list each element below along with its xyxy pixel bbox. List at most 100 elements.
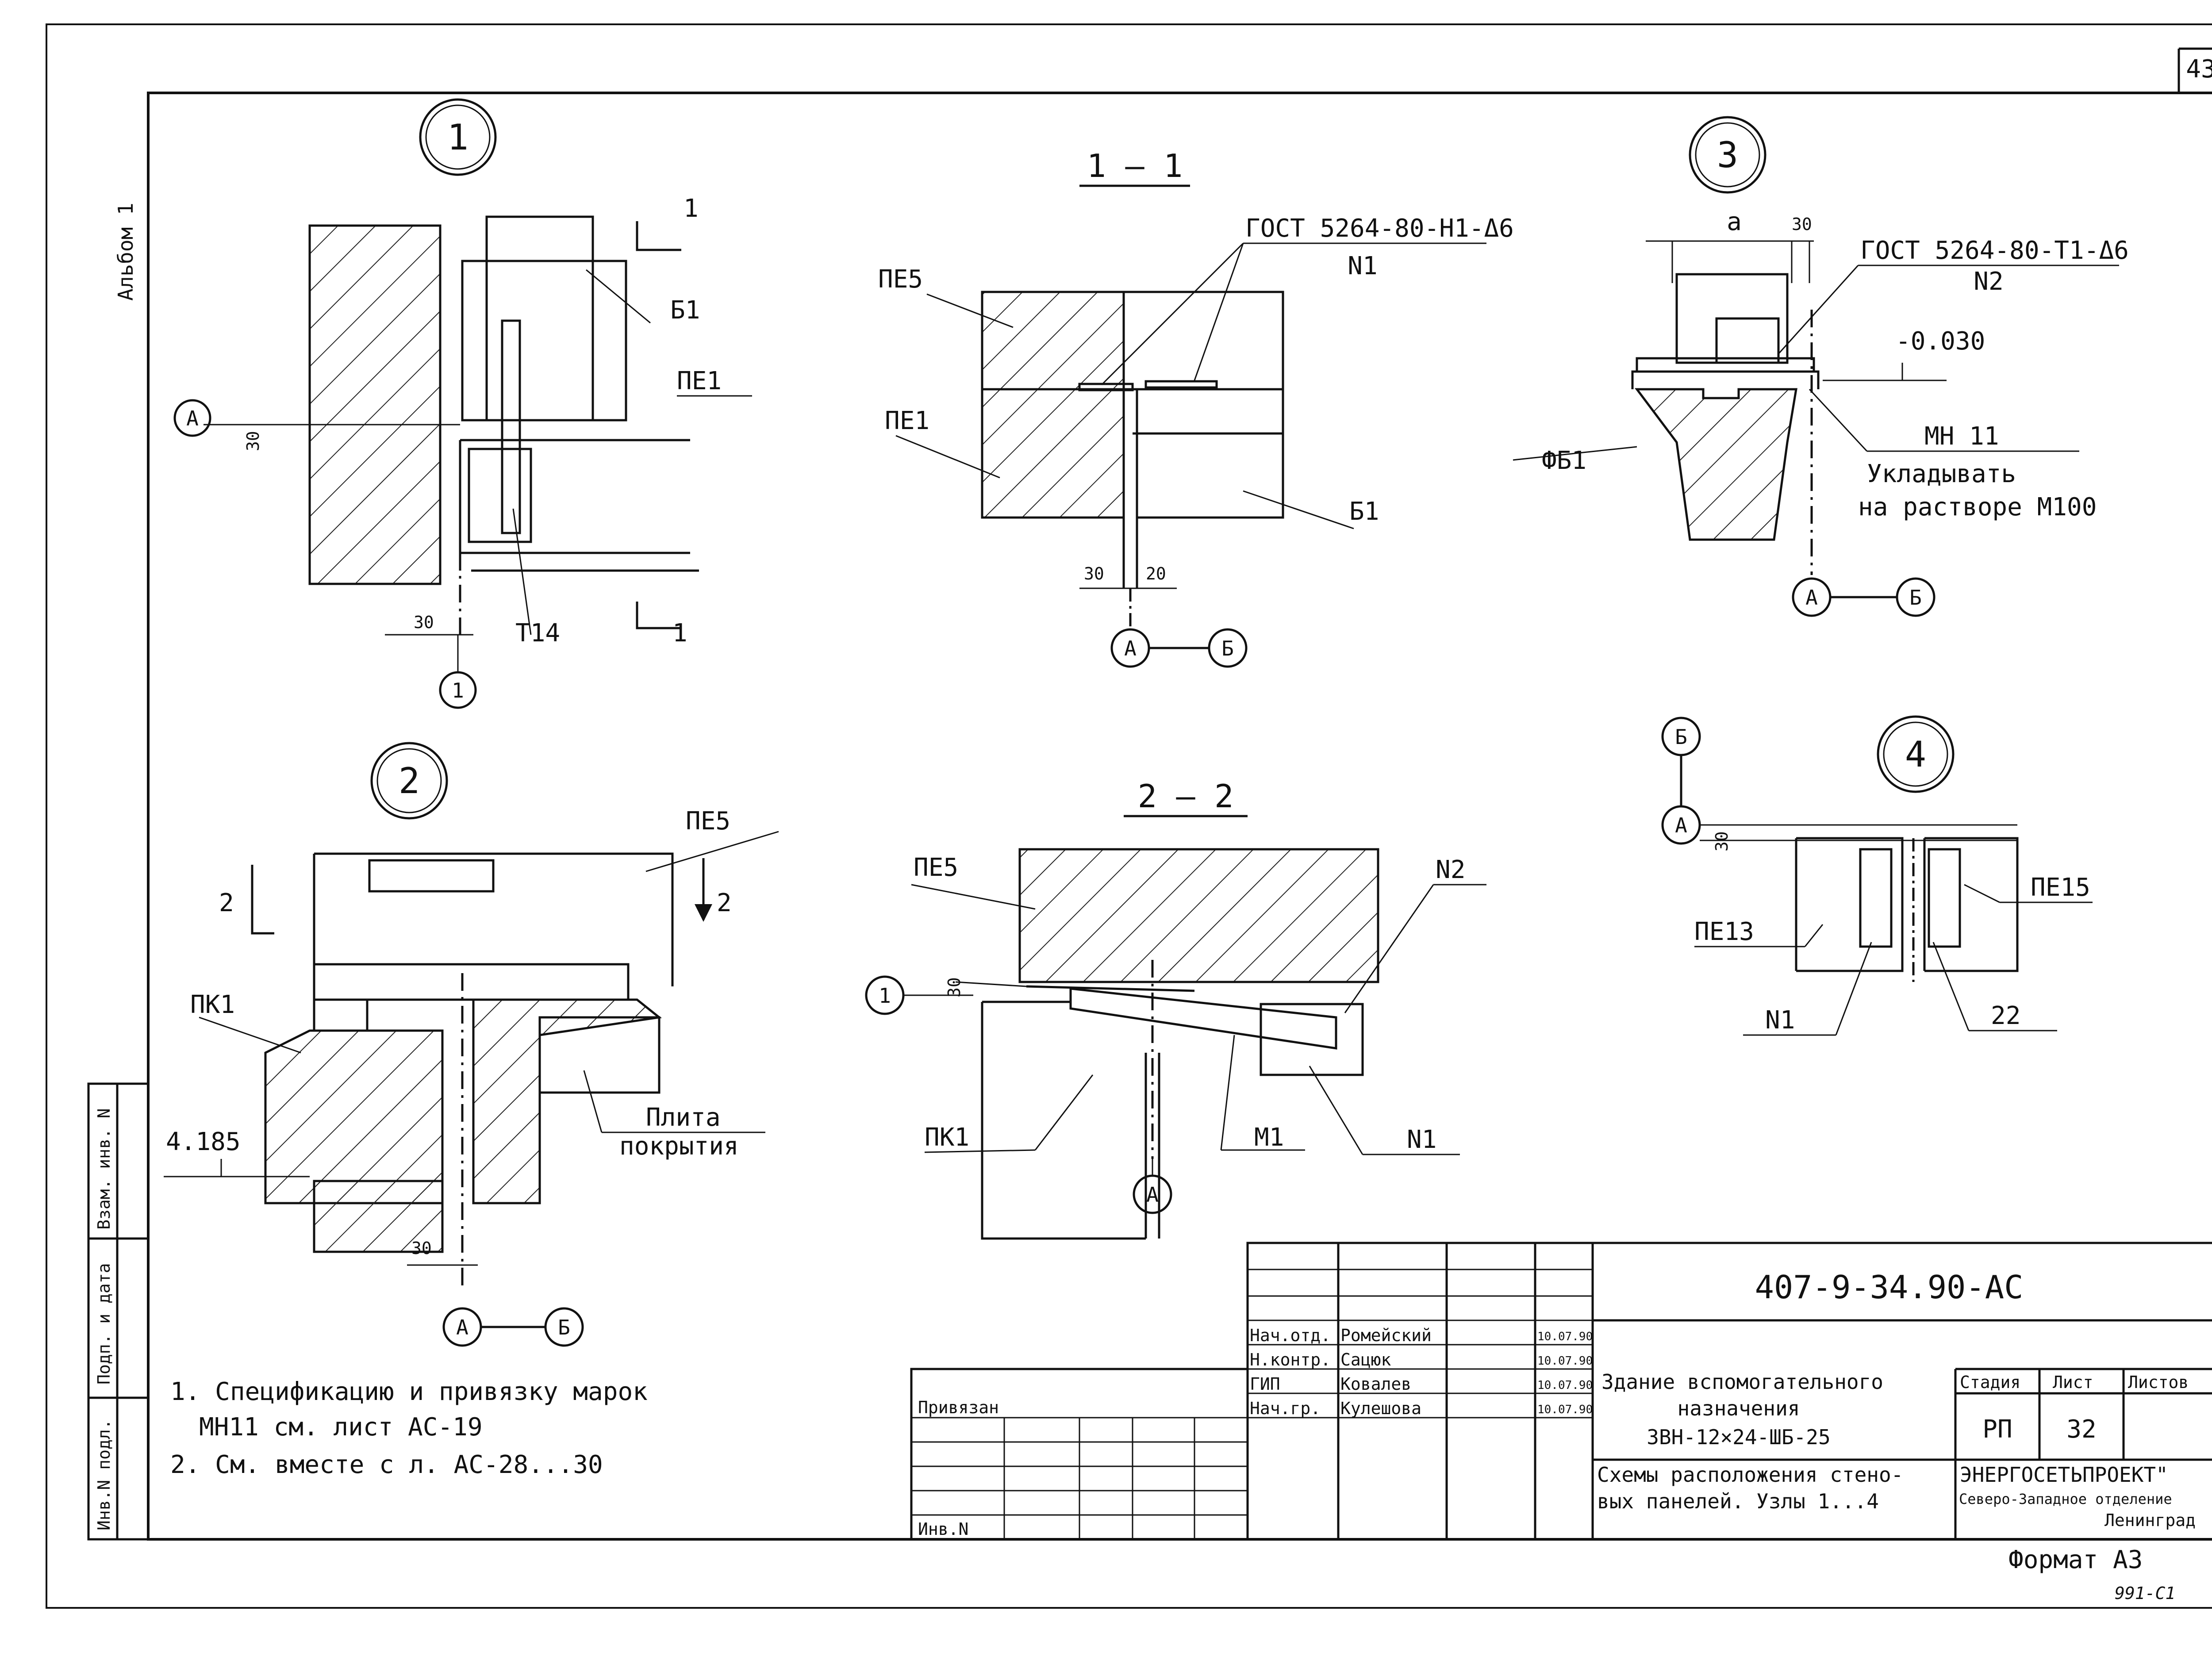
node-2-label-pe5: ПЕ5	[686, 807, 730, 836]
title-name-3: Ковалев	[1340, 1374, 1411, 1394]
node-1-label-b1: Б1	[670, 296, 700, 325]
section-2-2	[865, 815, 1486, 1240]
title-role-1: Нач.отд.	[1250, 1326, 1331, 1345]
title-date-4: 10.07.90	[1537, 1403, 1593, 1416]
node-1-section-mark-top: 1	[684, 194, 699, 223]
title-name-2: Сацюк	[1340, 1350, 1391, 1369]
node-1-label-t14: Т14	[515, 619, 560, 648]
title-building-2: назначения	[1678, 1396, 1800, 1420]
section-1-1-label-pe5: ПЕ5	[878, 265, 923, 294]
node-2-elevation: 4.185	[166, 1127, 241, 1156]
section-2-2-dim-30: 30	[945, 977, 964, 997]
section-2-2-axis-1: 1	[879, 984, 891, 1008]
title-name-4: Кулешова	[1340, 1399, 1421, 1418]
section-1-1	[895, 184, 1486, 668]
node-1-axis-a: А	[186, 406, 199, 430]
title-building-1: Здание вспомогательного	[1601, 1370, 1883, 1394]
node-4-label-pe15: ПЕ15	[2031, 873, 2090, 902]
section-2-2-label-pe5: ПЕ5	[914, 853, 958, 882]
node-2-axis-a: А	[456, 1315, 469, 1339]
node-4	[1661, 715, 2093, 1036]
title-col-sheet: Лист	[2053, 1373, 2093, 1392]
section-1-1-gost-sub: N1	[1348, 252, 1377, 280]
title-role-2: Н.контр.	[1250, 1350, 1331, 1369]
node-4-dim-30: 30	[1712, 831, 1732, 851]
node-3-axis-a: А	[1805, 586, 1818, 610]
title-building-3: 3ВН-12×24-ШБ-25	[1647, 1425, 1830, 1449]
corner-note: 991-С1	[2115, 1584, 2175, 1603]
node-2	[164, 742, 779, 1347]
section-1-1-label-b1: Б1	[1349, 497, 1379, 526]
section-2-2-label-n2: N2	[1436, 855, 1465, 884]
title-date-3: 10.07.90	[1537, 1379, 1593, 1392]
section-1-1-title: 1 — 1	[1087, 147, 1183, 184]
title-name-1: Ромейский	[1340, 1326, 1432, 1345]
section-2-2-axis-a: А	[1146, 1183, 1159, 1207]
node-2-dim-30: 30	[411, 1239, 432, 1258]
title-date-1: 10.07.90	[1537, 1330, 1593, 1343]
node-3-elevation: -0.030	[1896, 327, 1985, 356]
section-1-1-label-pe1: ПЕ1	[885, 406, 929, 435]
node-4-axis-b: Б	[1675, 725, 1687, 749]
section-2-2-label-n1: N1	[1407, 1125, 1436, 1154]
title-org-3: Ленинград	[2104, 1511, 2196, 1530]
title-block	[910, 1242, 2212, 1541]
section-1-1-dim-30: 30	[1084, 564, 1104, 583]
album-label: Альбом 1	[114, 203, 138, 301]
section-1-1-axis-b: Б	[1221, 637, 1234, 660]
node-2-bubble: 2	[399, 760, 420, 801]
node-4-label-n1: N1	[1765, 1006, 1795, 1035]
side-stamp-sign-date: Подп. и дата	[94, 1263, 114, 1384]
title-privyazan: Привязан	[918, 1398, 999, 1417]
note-line-2: МН11 см. лист АС-19	[199, 1413, 483, 1442]
node-2-label-pk1: ПК1	[190, 990, 235, 1019]
section-1-1-dim-20: 20	[1146, 564, 1166, 583]
node-2-axis-b: Б	[558, 1315, 570, 1339]
node-3-axis-b: Б	[1909, 586, 1922, 610]
title-doc-code: 407-9-34.90-АС	[1755, 1269, 2024, 1306]
title-col-stage: Стадия	[1960, 1373, 2020, 1392]
node-3-gost: ГОСТ 5264-80-Т1-Δ6	[1860, 236, 2129, 265]
node-1-label-pe1: ПЕ1	[677, 367, 722, 395]
title-date-2: 10.07.90	[1537, 1354, 1593, 1368]
side-stamp-inv: Инв.N подл.	[94, 1419, 114, 1530]
node-3-label-mn11: МН 11	[1924, 422, 1999, 451]
node-2-section-right: 2	[717, 889, 732, 917]
node-3-dim-a: а	[1727, 207, 1742, 236]
title-sheet-value: 32	[2066, 1415, 2096, 1444]
node-1-dim-30-vertical: 30	[243, 431, 263, 451]
side-stamp-replace: Взам. инв. N	[94, 1108, 114, 1230]
node-4-dim-22: 22	[1991, 1001, 2020, 1030]
node-3	[1513, 116, 2119, 617]
title-org-2: Северо-Западное отделение	[1959, 1491, 2172, 1507]
node-1-axis-1: 1	[452, 679, 464, 702]
title-col-sheets: Листов	[2128, 1373, 2189, 1392]
node-2-section-left: 2	[219, 889, 234, 917]
title-stage-value: РП	[1982, 1415, 2012, 1444]
node-4-axis-a: А	[1675, 813, 1687, 837]
title-inv-n: Инв.N	[918, 1519, 968, 1539]
node-2-label-plate-2: покрытия	[619, 1132, 739, 1161]
node-3-dim-30: 30	[1792, 215, 1812, 234]
node-4-label-pe13: ПЕ13	[1694, 917, 1754, 946]
node-1-section-mark-bottom: 1	[672, 619, 687, 648]
page-number: 43	[2186, 55, 2212, 84]
title-org-1: ЭНЕРГОСЕТЬПРОЕКТ"	[1960, 1463, 2168, 1487]
node-3-gost-sub: N2	[1974, 267, 2003, 296]
node-3-lay-instruction-2: на растворе М100	[1858, 493, 2097, 522]
node-3-label-fb1: ФБ1	[1542, 446, 1586, 475]
node-3-lay-instruction-1: Укладывать	[1867, 460, 2016, 488]
node-1-dim-30-horizontal: 30	[414, 613, 434, 632]
node-4-bubble: 4	[1905, 734, 1926, 775]
node-2-label-plate-1: Плита	[646, 1103, 721, 1132]
note-line-1: 1. Спецификацию и привязку марок	[170, 1377, 648, 1406]
node-1-bubble: 1	[447, 117, 469, 158]
title-role-4: Нач.гр.	[1250, 1399, 1321, 1418]
title-sheet-title-1: Схемы расположения стено-	[1597, 1463, 1903, 1487]
title-sheet-title-2: вых панелей. Узлы 1...4	[1597, 1489, 1879, 1513]
note-line-3: 2. См. вместе с л. АС-28...30	[170, 1450, 603, 1479]
section-2-2-label-pk1: ПК1	[925, 1123, 969, 1152]
format-label: Формат А3	[2008, 1545, 2143, 1574]
side-stamp-strip	[87, 1082, 150, 1541]
section-2-2-label-m1: М1	[1254, 1123, 1284, 1152]
